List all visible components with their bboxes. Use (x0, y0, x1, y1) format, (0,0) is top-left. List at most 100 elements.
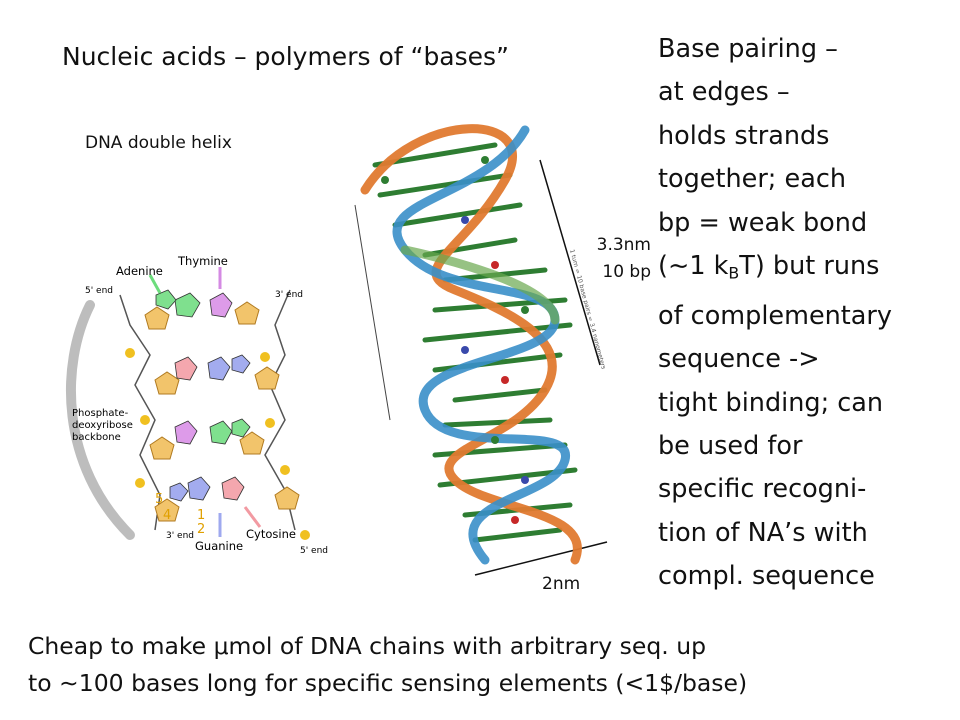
sugar (254, 366, 280, 390)
dna-structure-diagram: Adenine Thymine Guanine Cytosine Phospha… (65, 254, 328, 556)
pitch-bp: 10 bp (602, 262, 651, 282)
cytosine-label: Cytosine (246, 527, 296, 541)
adenine-base (209, 420, 233, 445)
text-line: Base pairing – (658, 34, 838, 64)
kbt-subscript: B (728, 263, 740, 283)
atom (521, 476, 529, 484)
right-backbone (264, 289, 296, 531)
atom (521, 306, 529, 314)
text-line: bp = weak bond (658, 207, 868, 238)
kbt-suffix: T) but runs (739, 251, 880, 282)
thymine-label: Thymine (177, 254, 228, 268)
scale-line-left (354, 204, 391, 421)
five-prime-end-bottom: 5' end (300, 546, 328, 556)
guanine-base (187, 476, 211, 501)
phosphates (125, 348, 310, 540)
five-prime-end-top: 5' end (85, 286, 113, 296)
atom (461, 216, 469, 224)
phosphate (125, 348, 135, 358)
sugar (154, 498, 180, 522)
helix-width-label: 2nm (542, 574, 581, 594)
figure-caption: DNA double helix (85, 133, 232, 153)
text-line: sequence -> (658, 344, 820, 375)
guanine-base (207, 356, 231, 381)
left-backbone (119, 294, 161, 531)
phosphate (280, 465, 290, 475)
base-pairing-text: Base pairing – at edges – holds strands … (658, 28, 892, 599)
atom (501, 376, 509, 384)
three-prime-end-bottom: 3' end (166, 531, 194, 541)
scale-line-right (539, 159, 601, 366)
three-prime-end-top: 3' end (275, 290, 303, 300)
atom-number-1: 1 (197, 508, 205, 523)
guanine-label: Guanine (195, 539, 243, 553)
text-line: be used for (658, 431, 803, 462)
sugars (144, 301, 300, 522)
atom (381, 176, 389, 184)
sugar (154, 371, 180, 395)
cytosine-base (174, 356, 198, 381)
phosphate (300, 530, 310, 540)
text-line: together; each (658, 164, 847, 195)
backbone-ribbon-green-overlay (400, 245, 560, 325)
phosphate (260, 352, 270, 362)
sugar (274, 486, 300, 510)
atom-number-4: 4 (163, 508, 171, 523)
backbone-label-2: deoxyribose (72, 420, 133, 431)
thymine-base (209, 292, 233, 318)
text-line: of complementary (658, 300, 892, 331)
atom (481, 156, 489, 164)
sugar (144, 306, 170, 330)
text-line: specific recogni- (658, 474, 867, 505)
pitch-length: 3.3nm (596, 235, 651, 255)
text-line: holds strands (658, 120, 830, 151)
adenine-base (155, 289, 177, 310)
base-pairs (155, 289, 251, 502)
slide-title: Nucleic acids – polymers of “bases” (62, 42, 510, 71)
sugar (149, 436, 175, 460)
cytosine-arrow (243, 506, 262, 528)
adenine-label: Adenine (116, 264, 163, 278)
backbone-label-3: backbone (72, 432, 121, 443)
atom (461, 346, 469, 354)
text-line: tight binding; can (658, 387, 884, 418)
rung (377, 172, 513, 198)
bottom-text: Cheap to make μmol of DNA chains with ar… (28, 628, 747, 702)
adenine-base (174, 292, 201, 318)
rung (422, 322, 573, 343)
rung (442, 417, 553, 428)
atom (511, 516, 519, 524)
phosphate (135, 478, 145, 488)
backbone-label-1: Phosphate- (72, 408, 129, 419)
text-line-kbt: (∼1 kBT) but runs (658, 245, 892, 295)
bottom-line-1: Cheap to make μmol of DNA chains with ar… (28, 632, 707, 660)
thymine-base (174, 420, 198, 445)
adenine-arrow (148, 274, 162, 294)
adenine-base (231, 418, 251, 438)
text-line: at edges – (658, 77, 790, 108)
scale-line-bottom (474, 541, 608, 576)
bottom-line-2: to ∼100 bases long for specific sensing … (28, 669, 748, 697)
pitch-label: 3.3nm 10 bp (585, 232, 651, 286)
sugar (234, 301, 260, 325)
guanine-base (169, 482, 189, 502)
atom-number-5: 5 (155, 492, 163, 507)
kbt-prefix: (∼1 k (658, 251, 729, 282)
rung (452, 387, 548, 403)
dna-double-helix: 1 turn = 10 base pairs = 3.4 nanometers (354, 124, 608, 576)
text-line: compl. sequence (658, 561, 875, 592)
backbone-bracket (65, 300, 135, 540)
cytosine-base (221, 476, 245, 501)
backbone-ribbon-orange (360, 124, 582, 565)
atom-number-2: 2 (197, 522, 205, 537)
guanine-base (231, 354, 251, 374)
rung (472, 527, 563, 543)
phosphate (265, 418, 275, 428)
atom (491, 261, 499, 269)
rung (422, 237, 518, 258)
phosphate (140, 415, 150, 425)
rung (392, 202, 523, 228)
helix-atoms (381, 156, 529, 524)
atom (491, 436, 499, 444)
text-line: tion of NA’s with (658, 517, 868, 548)
